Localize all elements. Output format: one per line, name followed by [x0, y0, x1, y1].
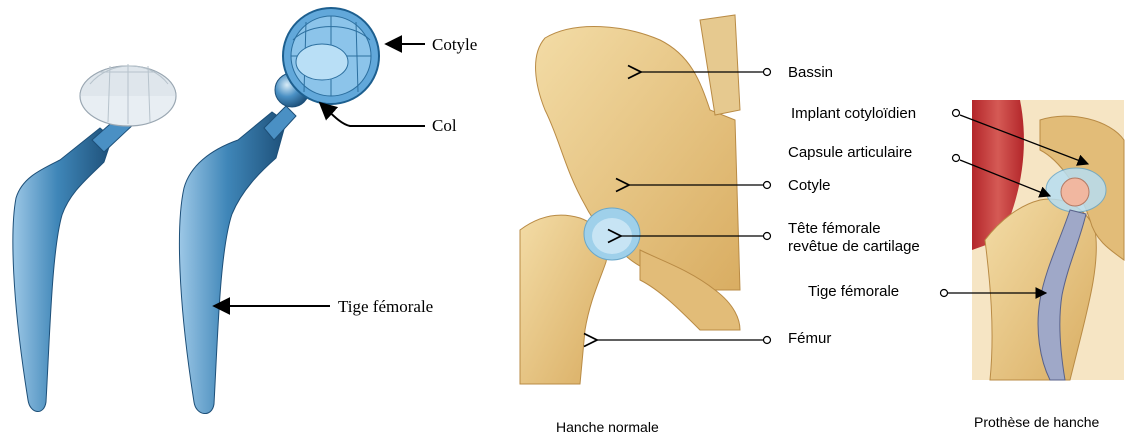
- normal-hip-caption: Hanche normale: [556, 419, 659, 435]
- tete-femorale-label-line2: revêtue de cartilage: [788, 238, 920, 255]
- femur-label: Fémur: [788, 330, 831, 347]
- tete-femorale-label: Tête fémorale: [788, 220, 881, 237]
- col-arrow: [320, 103, 425, 126]
- cotyle-anatomy-label: Cotyle: [788, 177, 831, 194]
- cotyle-label: Cotyle: [432, 35, 477, 54]
- assembled-prosthesis: [13, 64, 176, 412]
- tige-label: Tige fémorale: [338, 297, 433, 316]
- prosthetic-hip-caption: Prothèse de hanche: [974, 414, 1100, 430]
- exploded-prosthesis: [179, 8, 379, 414]
- prosthetic-hip-illustration: [972, 100, 1124, 380]
- tige-femorale-right-label: Tige fémorale: [808, 283, 899, 300]
- col-label: Col: [432, 116, 457, 135]
- bassin-label: Bassin: [788, 64, 833, 81]
- cup-component: [283, 8, 379, 104]
- normal-hip-illustration: [518, 12, 740, 384]
- implant-label: Implant cotyloïdien: [791, 105, 916, 122]
- capsule-label: Capsule articulaire: [788, 144, 912, 161]
